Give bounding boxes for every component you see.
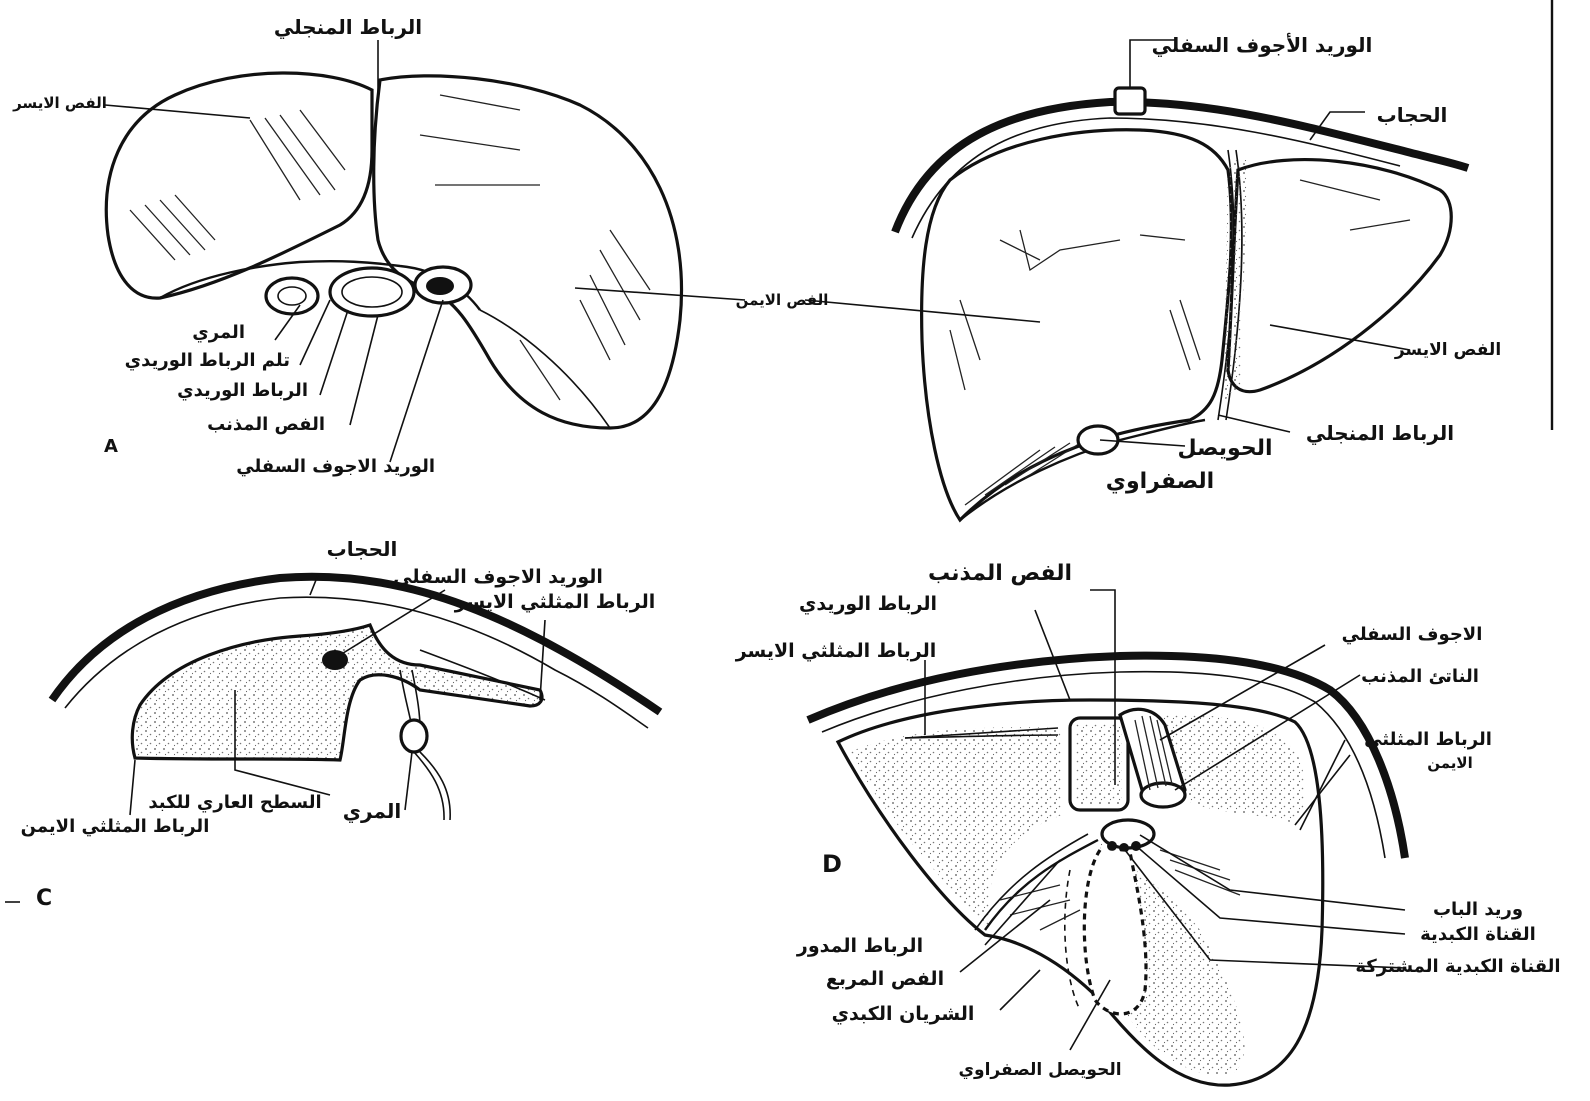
panel-c-bare-area-label: السطح العاري للكبد (148, 792, 321, 813)
panel-c-diaphragm-label: الحجاب (327, 537, 398, 561)
panel-d-hepatic-duct-label: القناة الكبدية (1420, 924, 1536, 945)
panel-d-ivc-label: الاجوف السفلي (1342, 624, 1483, 645)
shared-right-lobe-label: الفص الايمن (736, 291, 829, 309)
panel-c-left-triangular-label: الرباط المثلثي الايسر (454, 591, 656, 613)
panel-a-ivc-label: الوريد الاجوف السفلي (236, 456, 435, 477)
panel-a-esophagus (266, 278, 318, 314)
panel-d-caudate-process-label: الناتئ المذنب (1361, 666, 1479, 687)
panel-b-gallbladder-label-2: الصفراوي (1106, 469, 1214, 494)
panel-c: الحجاب الوريد الاجوف السفلي الرباط المثل… (21, 537, 660, 911)
panel-c-esophagus-label: المري (343, 799, 402, 824)
panel-d-right-triangular-label-2: الايمن (1427, 754, 1473, 772)
panel-c-ivc-label: الوريد الاجوف السفلي (393, 566, 603, 588)
panel-d-caudate-label: الفص المذنب (928, 561, 1072, 586)
panel-d-left-triangular-label: الرباط المثلثي الايسر (735, 640, 937, 662)
panel-a-esophagus-label: المري (192, 322, 245, 343)
panel-a: الرباط المنجلي الفص الايسر المري تلم الر… (12, 15, 828, 477)
panel-d-common-bile-duct-label: القناة الكبدية المشتركة (1355, 956, 1560, 977)
panel-b-gallbladder-label-1: الحويصل (1177, 436, 1272, 461)
panel-a-right-lobe (374, 76, 682, 428)
panel-d-ligamentum-venosum-label: الرباط الوريدي (799, 593, 937, 616)
panel-d-hepatic-artery-label: الشريان الكبدي (832, 1003, 975, 1026)
panel-a-left-lobe-label: الفص الايسر (12, 94, 107, 112)
panel-b: الوريد الأجوف السفلي الحجاب الفص الايسر … (805, 32, 1501, 520)
panel-b-diaphragm-label: الحجاب (1377, 103, 1448, 127)
panel-d-quadrate-lobe-label: الفص المربع (826, 968, 944, 990)
panel-d-portal-vein-label: وريد الباب (1433, 899, 1523, 920)
panel-c-right-triangular-label: الرباط المثلثي الايمن (21, 816, 210, 837)
panel-c-liver (132, 625, 542, 760)
panel-d-round-ligament-label: الرباط المدور (796, 935, 923, 957)
panel-c-letter: C (36, 886, 52, 911)
panel-c-esophagus (401, 720, 427, 752)
panel-d: الفص المذنب الرباط الوريدي الرباط المثلث… (735, 561, 1561, 1085)
panel-d-right-triangular-label-1: الرباط المثلثي (1364, 729, 1492, 750)
panel-b-left-lobe-label: الفص الايسر (1394, 340, 1501, 360)
panel-b-gallbladder (1078, 426, 1118, 454)
panel-d-letter: D (822, 850, 842, 878)
panel-b-ivc (1115, 88, 1145, 114)
panel-a-lv-label: الرباط الوريدي (177, 380, 308, 401)
panel-a-lv-groove-label: تلم الرباط الوريدي (125, 350, 290, 371)
panel-b-ivc-label: الوريد الأجوف السفلي (1152, 32, 1373, 58)
panel-b-falciform-label: الرباط المنجلي (1306, 421, 1454, 446)
panel-a-caudate-label: الفص المذنب (207, 414, 325, 435)
panel-a-letter: A (104, 436, 118, 457)
panel-a-falciform-label: الرباط المنجلي (274, 15, 422, 40)
panel-d-gallbladder-label: الحويصل الصفراوي (958, 1060, 1121, 1080)
